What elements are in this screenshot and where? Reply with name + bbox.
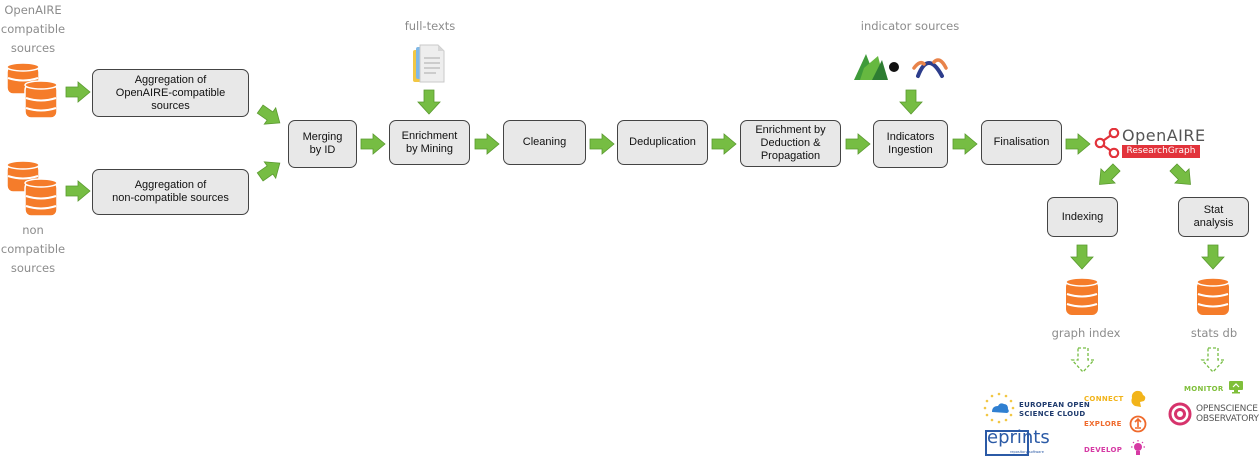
research-graph-badge: ResearchGraph (1122, 145, 1200, 158)
arrow-aggregation-compatible-to-merging (256, 104, 281, 125)
arrow-indicators-down (899, 89, 923, 115)
deduplication-box: Deduplication (617, 120, 708, 165)
connect-icon (1131, 390, 1146, 407)
arrow-graph-to-indexing (1099, 163, 1121, 185)
enrichment-mining-box: Enrichment by Mining (389, 120, 470, 165)
eosc-text-line2: SCIENCE CLOUD (1019, 410, 1086, 418)
stats-db-database-icon (1196, 277, 1230, 315)
openscience-text-line1: OPENSCIENCE (1196, 404, 1258, 414)
aggregation-compatible-box: Aggregation of OpenAIRE-compatible sourc… (92, 69, 249, 117)
explore-icon (1129, 415, 1147, 433)
arrow-indicators-to-finalisation (952, 133, 978, 155)
arrow-cleaning-to-deduplication (589, 133, 615, 155)
stats-db-label: stats db (1190, 326, 1238, 340)
connect-label: CONNECT (1084, 395, 1124, 403)
arrow-compatible-to-aggregation (65, 81, 91, 103)
arrow-noncompatible-to-aggregation (65, 180, 91, 202)
graph-index-database-icon (1065, 277, 1099, 315)
dashed-arrow-graph-index (1070, 347, 1096, 373)
enrichment-deduction-box: Enrichment by Deduction & Propagation (740, 120, 841, 167)
openaire-brand-text: OpenAIRE (1122, 126, 1206, 145)
finalisation-box: Finalisation (981, 120, 1062, 165)
openscience-observatory-icon (1168, 402, 1192, 426)
arrow-indexing-down (1070, 244, 1094, 270)
graph-index-label: graph index (1051, 326, 1121, 340)
eprints-subtext: repository software (1010, 450, 1044, 454)
monitor-label: MONITOR (1184, 385, 1224, 393)
openscience-text-line2: OBSERVATORY (1196, 414, 1259, 424)
dashed-arrow-stats-db (1200, 347, 1226, 373)
develop-lightbulb-icon (1131, 440, 1145, 455)
merging-box: Merging by ID (288, 120, 357, 168)
arrow-enrichment-to-cleaning (474, 133, 500, 155)
non-compatible-sources-database-icon (6, 160, 58, 217)
compatible-sources-label: OpenAIRE compatible sources (0, 3, 66, 55)
impact-indicator-logo-icon (912, 58, 948, 78)
share-graph-icon (1094, 128, 1120, 158)
arrow-graph-to-stat-analysis (1169, 163, 1191, 185)
stat-analysis-box: Stat analysis (1178, 197, 1249, 237)
develop-label: DEVELOP (1084, 446, 1123, 454)
eosc-logo-icon (983, 392, 1015, 424)
cleaning-box: Cleaning (503, 120, 586, 165)
full-texts-label: full-texts (404, 19, 456, 33)
indicator-sources-label: indicator sources (860, 19, 960, 33)
bip-indicator-logo-icon (854, 54, 899, 80)
arrow-finalisation-to-graph (1065, 133, 1091, 155)
aggregation-non-compatible-box: Aggregation of non-compatible sources (92, 169, 249, 215)
eprints-text: eprints (987, 427, 1050, 448)
full-text-document-icon (413, 44, 445, 83)
arrow-stat-analysis-down (1201, 244, 1225, 270)
arrow-fulltexts-down (417, 89, 441, 115)
arrow-deduplication-to-enrichment-deduction (711, 133, 737, 155)
monitor-screen-icon (1229, 381, 1243, 394)
explore-label: EXPLORE (1084, 420, 1122, 428)
eosc-text-line1: EUROPEAN OPEN (1019, 401, 1091, 409)
indexing-box: Indexing (1047, 197, 1118, 237)
non-compatible-sources-label: non compatible sources (0, 223, 66, 275)
compatible-sources-database-icon (6, 62, 58, 119)
arrow-enrichment-deduction-to-indicators (845, 133, 871, 155)
indicators-ingestion-box: Indicators Ingestion (873, 120, 948, 168)
arrow-aggregation-noncompatible-to-merging (256, 161, 281, 182)
arrow-merging-to-enrichment (360, 133, 386, 155)
eprints-logo (985, 430, 1029, 456)
